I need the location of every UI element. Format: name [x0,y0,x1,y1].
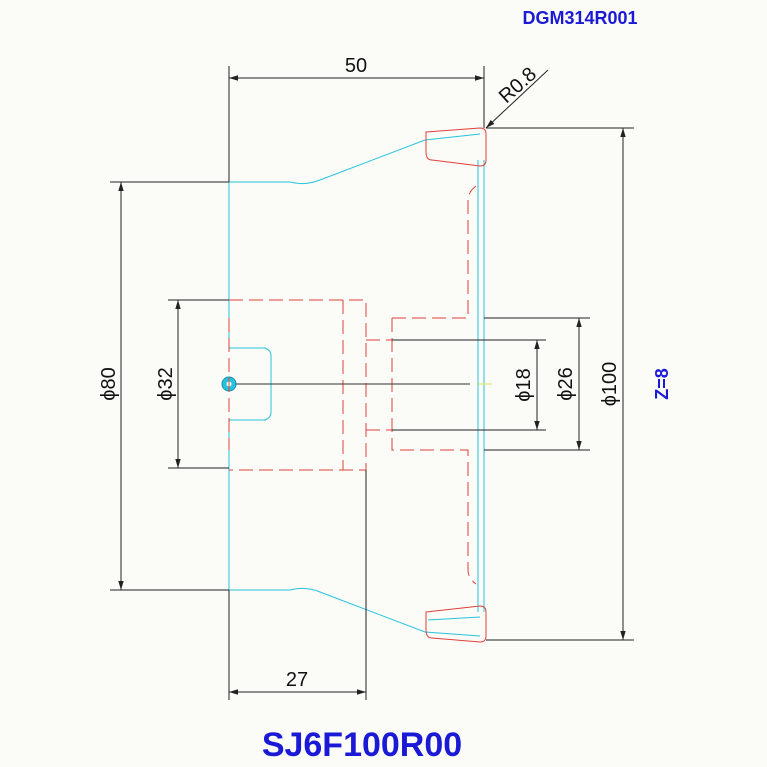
dim-label-50: 50 [345,55,367,77]
part-outline [221,133,485,637]
drawing-number: DGM314R001 [522,8,637,28]
tooth-count: Z=8 [652,368,672,400]
dim-width-27: 27 [228,470,367,700]
dim-dia-26: ϕ26 [484,317,590,451]
dim-radius: R0.8 [485,63,549,129]
dim-label-100: ϕ100 [599,362,621,407]
rim-teeth [425,127,487,643]
dim-dia-18: ϕ18 [392,339,546,431]
dim-label-26: ϕ26 [555,367,577,400]
dim-width-50: 50 [228,55,485,182]
dim-dia-100: ϕ100 [486,127,634,641]
dim-dia-80: ϕ80 [98,181,229,591]
dim-label-r08: R0.8 [495,63,541,108]
dim-dia-32: ϕ32 [155,299,229,469]
dim-label-18: ϕ18 [513,368,535,401]
hidden-lines [228,185,477,585]
dim-label-32: ϕ32 [155,367,177,400]
dim-label-27: 27 [286,669,308,691]
dim-label-80: ϕ80 [98,367,120,400]
part-number: SJ6F100R00 [262,726,462,764]
